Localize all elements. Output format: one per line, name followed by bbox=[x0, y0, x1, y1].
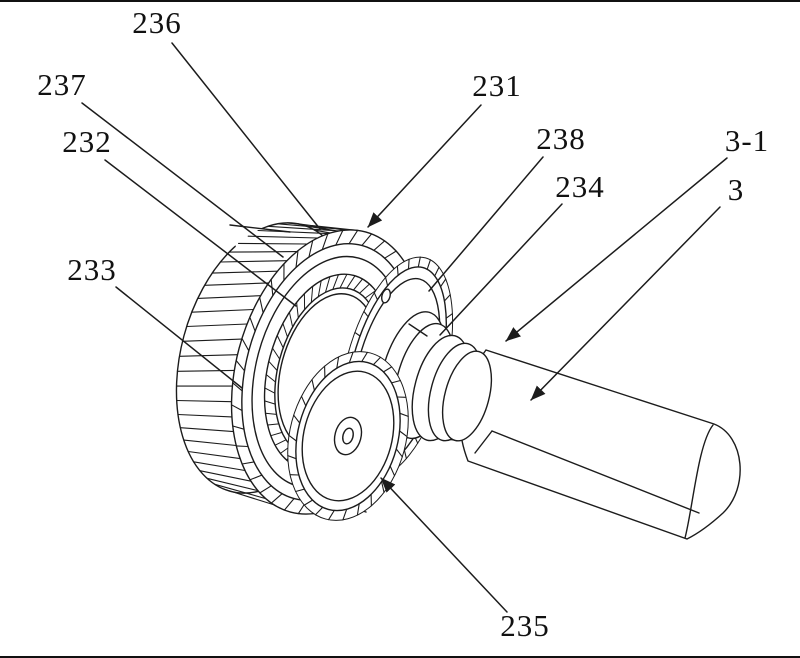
part-label-237: 237 bbox=[37, 67, 87, 102]
leader-line-235 bbox=[380, 477, 508, 613]
shaft-flat-face-corner bbox=[474, 430, 493, 454]
leader-line-238 bbox=[428, 156, 544, 292]
frame-border-bottom bbox=[0, 656, 800, 658]
part-label-3: 3 bbox=[727, 172, 745, 207]
shaft bbox=[459, 349, 741, 540]
part-label-236: 236 bbox=[132, 5, 182, 40]
leader-line-3 bbox=[530, 206, 721, 401]
part-label-232: 232 bbox=[62, 124, 112, 159]
part-label-3-1: 3-1 bbox=[724, 123, 770, 158]
part-label-233: 233 bbox=[67, 252, 117, 287]
part-label-231: 231 bbox=[472, 68, 522, 103]
part-label-235: 235 bbox=[500, 608, 550, 643]
sun-gear-teeth bbox=[287, 351, 409, 521]
part-label-238: 238 bbox=[536, 121, 586, 156]
leader-line-231 bbox=[367, 104, 482, 228]
frame-border-top bbox=[0, 0, 800, 2]
leader-line-237 bbox=[81, 102, 284, 258]
part-label-234: 234 bbox=[555, 169, 605, 204]
leader-line-233 bbox=[115, 286, 243, 389]
shaft-body bbox=[459, 349, 741, 540]
leader-line-234 bbox=[439, 203, 563, 336]
shaft-end-face bbox=[684, 424, 714, 539]
leader-line-236 bbox=[171, 42, 321, 230]
leader-line-232 bbox=[104, 159, 297, 307]
collar-rings bbox=[411, 334, 493, 442]
flange-hole bbox=[381, 288, 391, 304]
leader-lines bbox=[81, 42, 728, 613]
leader-line-3-1 bbox=[505, 157, 728, 342]
shaft-flat-face-edge bbox=[491, 430, 700, 514]
sun-gear bbox=[287, 351, 409, 521]
